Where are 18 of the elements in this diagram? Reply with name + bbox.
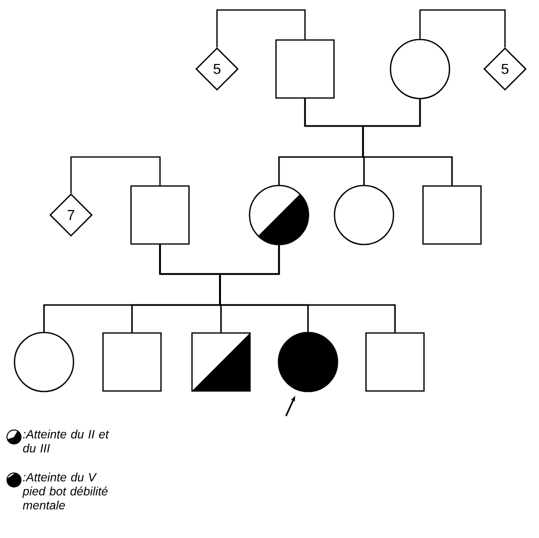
partly-affected-circle	[248, 184, 310, 246]
male-square	[275, 39, 335, 99]
female-circle	[334, 184, 394, 246]
descent-line	[219, 245, 396, 332]
partly-affected-square	[191, 332, 251, 392]
descent-line	[362, 99, 453, 186]
sibship-line	[70, 156, 161, 194]
male-square	[102, 332, 162, 392]
male-square	[130, 185, 190, 245]
male-square	[422, 185, 482, 245]
legend-text: :Atteinte du V pied bot débilité mentale	[22, 472, 108, 510]
sibship-line	[419, 9, 506, 48]
male-square	[365, 332, 425, 392]
sibship-line	[216, 9, 306, 48]
female-circle	[390, 38, 450, 100]
affected-circle	[278, 332, 338, 392]
legend-text: :Atteinte du II et du III	[23, 430, 110, 452]
female-circle	[14, 332, 74, 392]
